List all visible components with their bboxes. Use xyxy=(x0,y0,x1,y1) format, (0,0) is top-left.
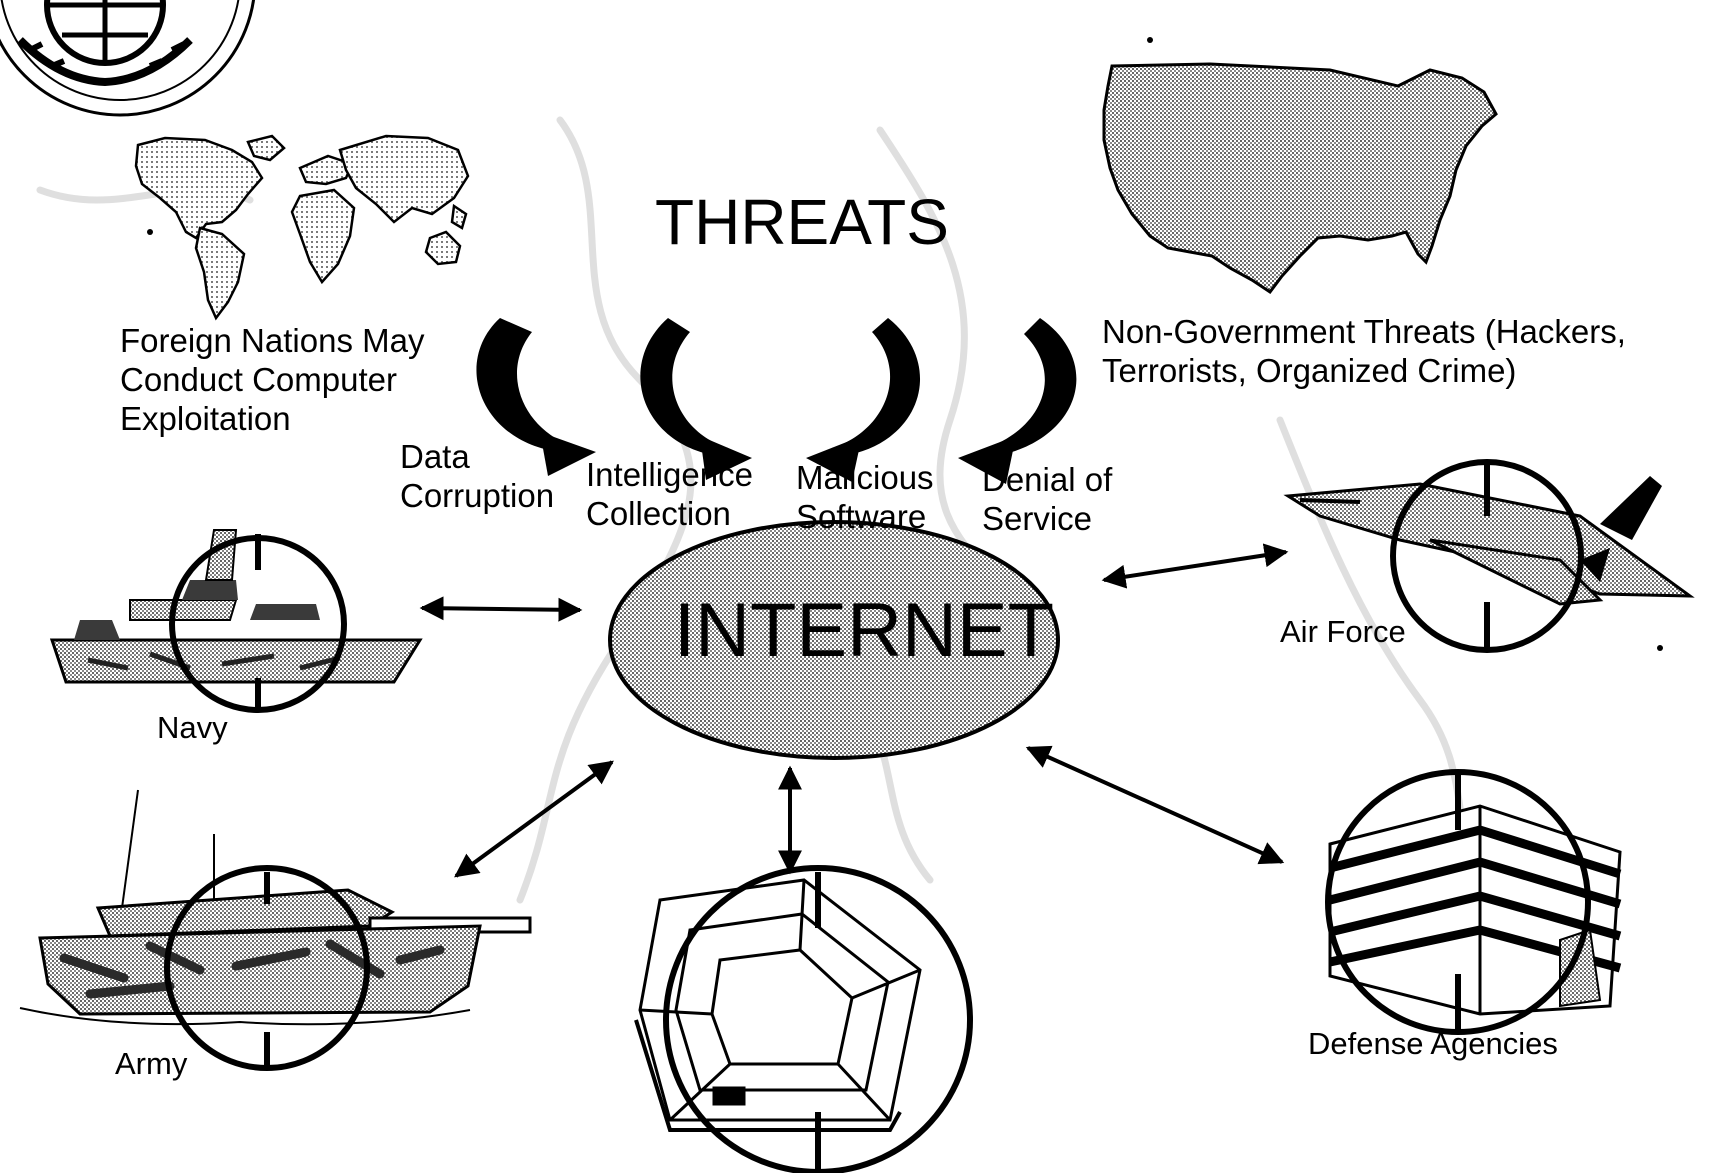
us-map-icon xyxy=(1102,62,1498,295)
pentagon-icon xyxy=(634,878,922,1132)
threat-type-intelligence-collection: Intelligence Collection xyxy=(586,456,753,532)
building-icon xyxy=(1328,804,1622,1016)
crosshair-icon xyxy=(663,865,973,1173)
internet-node xyxy=(608,520,1060,760)
link-defense-agencies xyxy=(1025,745,1285,865)
mark-dot-icon xyxy=(1657,645,1663,651)
node-label-defense-agencies: Defense Agencies xyxy=(1308,1026,1558,1061)
crosshair-icon xyxy=(1325,769,1591,1035)
node-label-navy: Navy xyxy=(157,710,228,745)
node-label-army: Army xyxy=(115,1046,188,1081)
mark-dot-icon xyxy=(1147,37,1153,43)
node-label-air-force: Air Force xyxy=(1280,614,1406,649)
jet-icon xyxy=(1283,476,1695,606)
threat-type-denial-of-service: Denial of Service xyxy=(982,461,1113,537)
threat-arrow-icon xyxy=(806,318,921,482)
link-navy xyxy=(419,596,583,622)
link-air-force xyxy=(1101,543,1289,589)
threat-arrow-icon xyxy=(958,318,1077,484)
threat-arrows xyxy=(476,318,1077,484)
link-army xyxy=(454,760,614,878)
map-dot-icon xyxy=(147,229,153,235)
ship-icon xyxy=(49,529,423,684)
threat-arrow-icon xyxy=(640,318,752,480)
non-government-threat-label: Non-Government Threats (Hackers, Terrori… xyxy=(1102,313,1626,389)
connection-arrows xyxy=(419,543,1289,878)
crosshair-icon xyxy=(1390,459,1584,653)
threat-type-data-corruption: Data Corruption xyxy=(400,438,555,514)
seal-icon xyxy=(0,0,255,117)
diagram-title: THREATS xyxy=(655,186,949,258)
crosshair-icon xyxy=(169,534,347,713)
foreign-threat-label: Foreign Nations May Conduct Computer Exp… xyxy=(120,322,425,437)
threat-type-malicious-software: Malicious Software xyxy=(796,459,934,535)
threat-arrow-icon xyxy=(476,318,596,476)
crosshair-icon xyxy=(164,865,370,1071)
internet-label: INTERNET xyxy=(674,588,1054,673)
world-map-icon xyxy=(134,134,470,321)
tank-icon xyxy=(19,789,532,1026)
